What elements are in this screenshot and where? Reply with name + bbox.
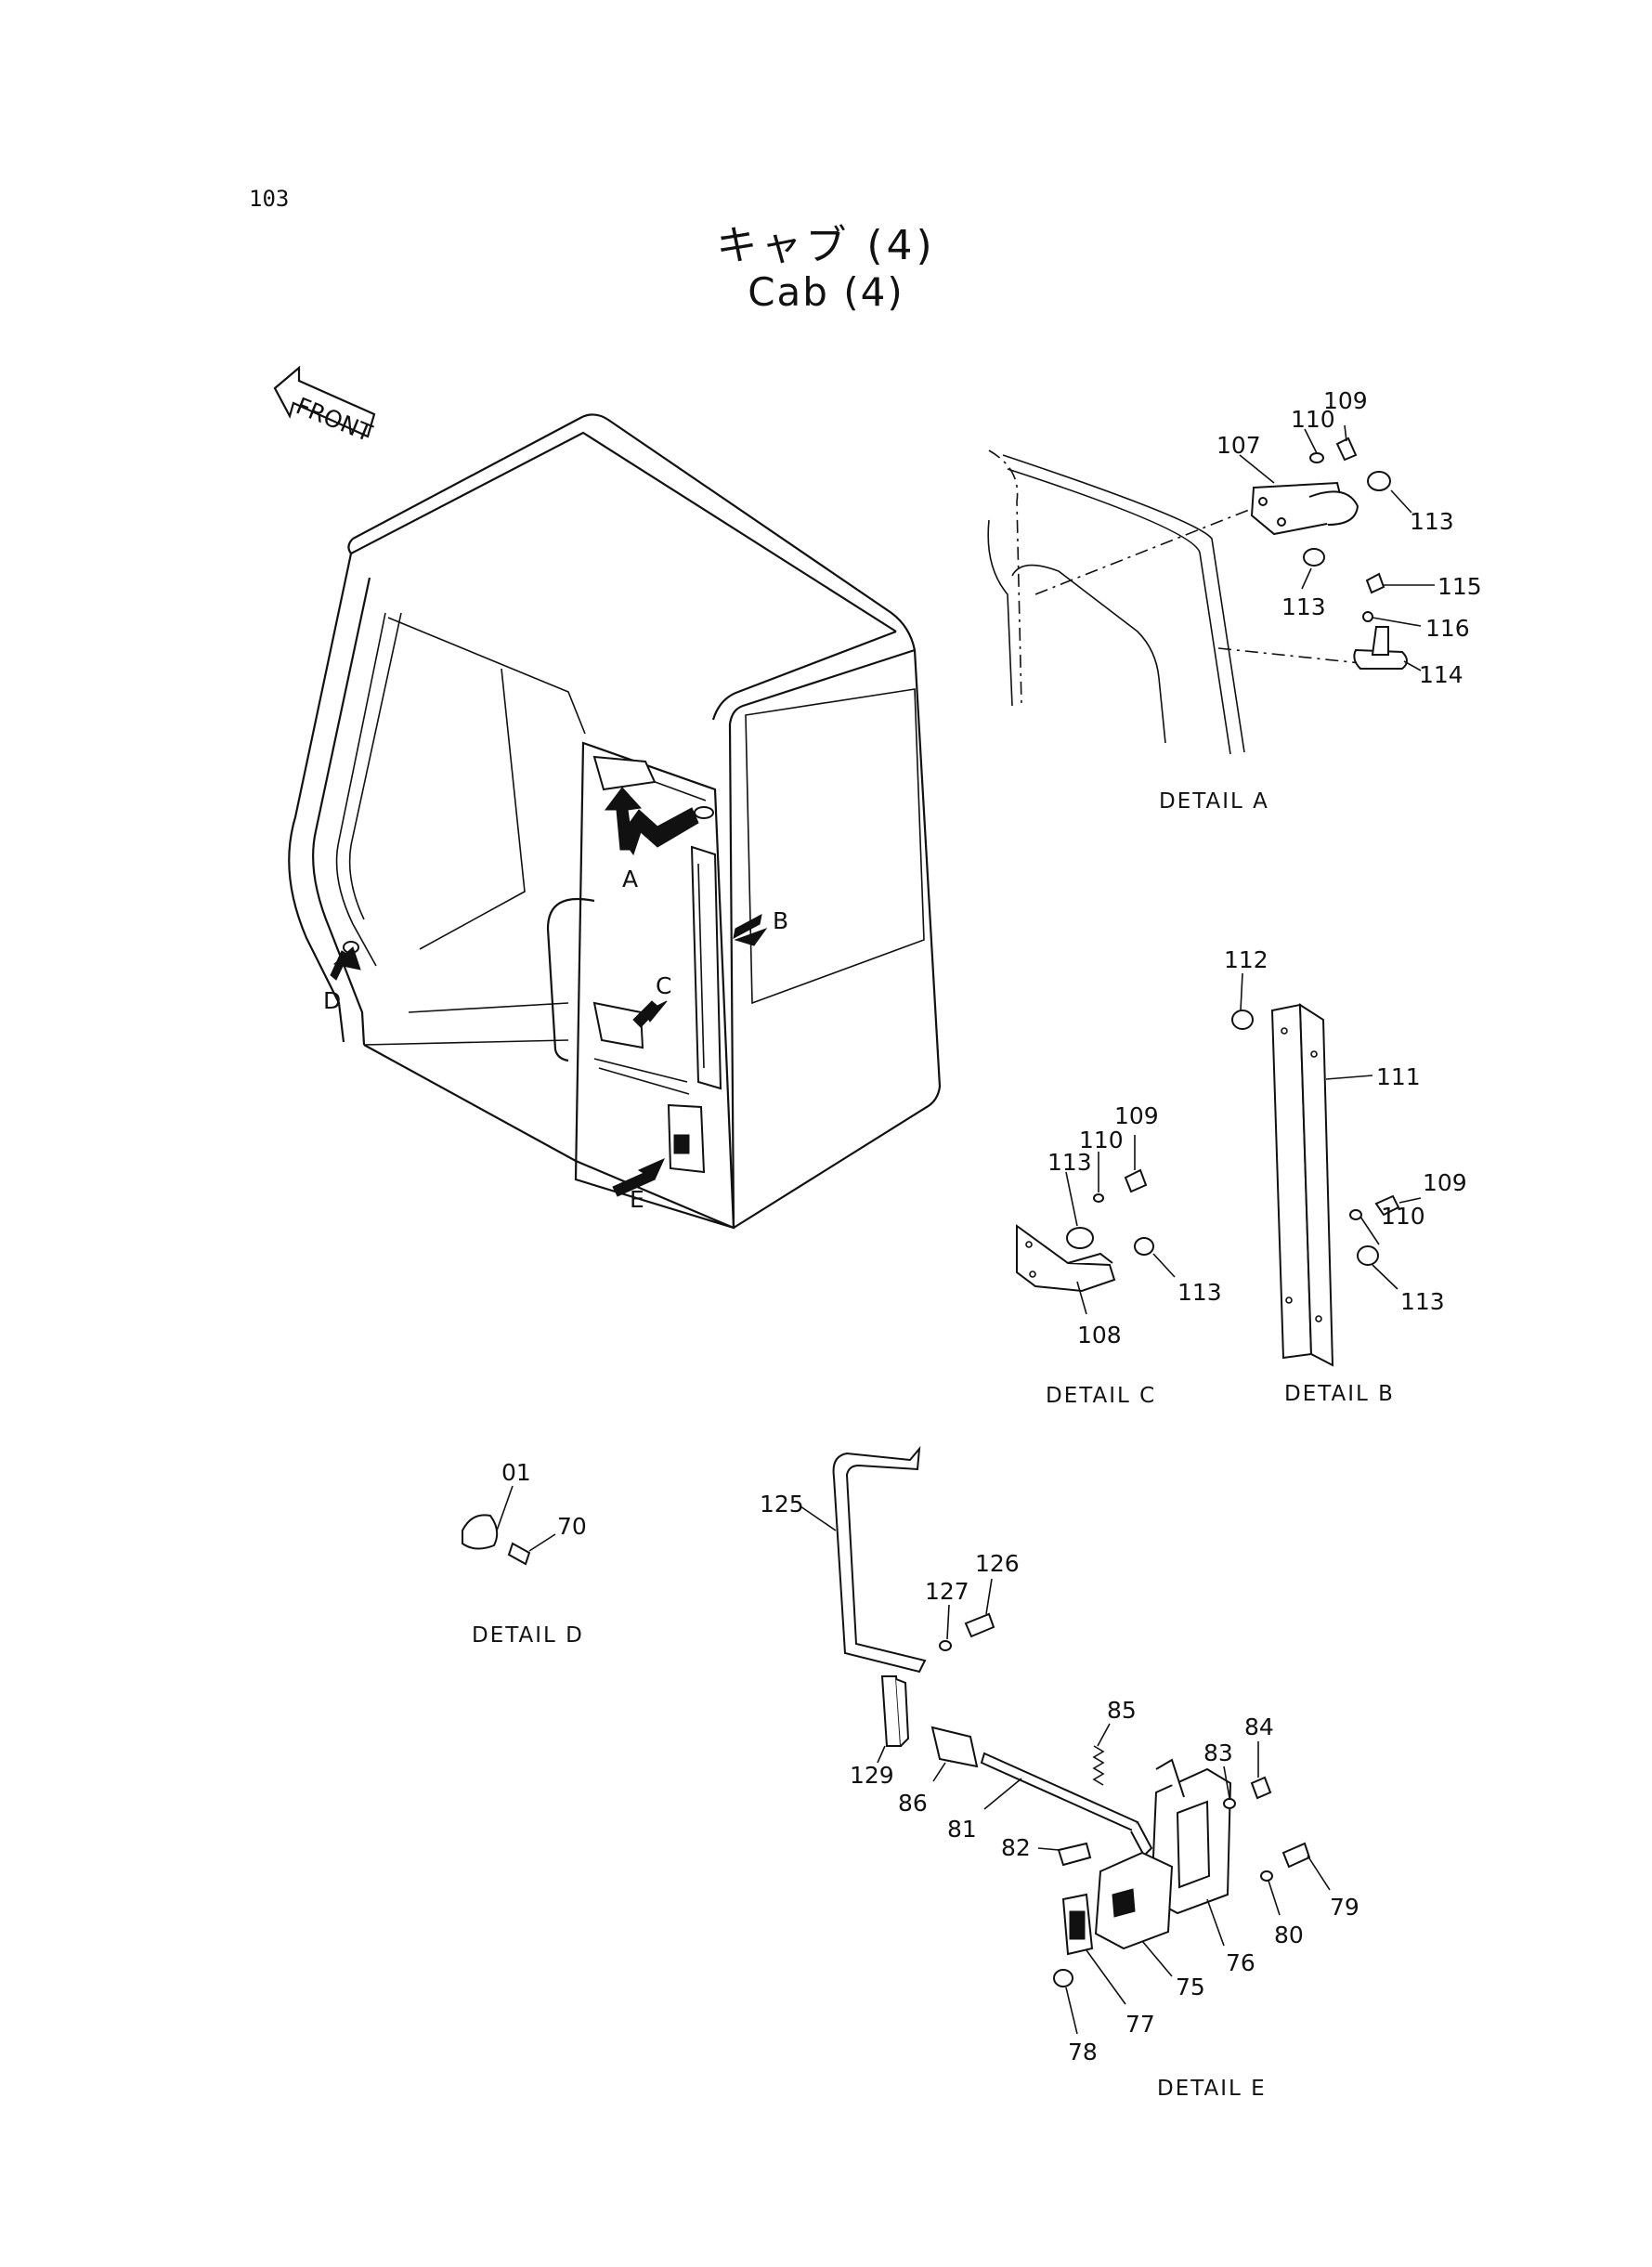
part-label: 83 <box>1203 1739 1233 1766</box>
part-label: 75 <box>1176 1974 1205 2000</box>
front-arrow-icon: FRONT <box>273 365 377 447</box>
page-number: 103 <box>249 186 290 212</box>
title-japanese: キャブ (4) <box>716 222 936 269</box>
part-label: 86 <box>898 1790 928 1817</box>
detail-d: 01 70 DETAIL D <box>462 1459 587 1648</box>
detail-c-caption: DETAIL C <box>1046 1384 1156 1408</box>
part-label: 116 <box>1425 615 1470 642</box>
part-label: 109 <box>1323 387 1368 414</box>
callout-d: D <box>323 987 341 1014</box>
part-label: 77 <box>1125 2011 1155 2038</box>
part-label: 126 <box>975 1550 1020 1577</box>
part-label: 112 <box>1224 946 1268 973</box>
part-label: 79 <box>1330 1894 1359 1921</box>
part-label: 85 <box>1107 1697 1137 1724</box>
part-label: 111 <box>1376 1063 1421 1090</box>
part-label: 115 <box>1437 573 1482 600</box>
part-label: 113 <box>1047 1149 1092 1176</box>
detail-e-caption: DETAIL E <box>1157 2077 1267 2101</box>
part-label: 108 <box>1077 1322 1122 1348</box>
callout-a: A <box>622 866 638 892</box>
part-label: 113 <box>1177 1279 1222 1306</box>
callout-arrows <box>330 787 768 1197</box>
callout-b: B <box>773 907 788 934</box>
part-label: 113 <box>1281 593 1326 620</box>
part-label: 70 <box>557 1513 587 1540</box>
part-label: 81 <box>947 1816 977 1843</box>
detail-e: 125 126 127 129 86 81 85 82 83 84 79 80 … <box>760 1445 1359 2101</box>
part-label: 113 <box>1410 508 1454 535</box>
part-label: 127 <box>925 1578 969 1605</box>
detail-a: 110 109 107 113 113 115 116 114 DETAIL A <box>987 387 1482 814</box>
part-label: 84 <box>1244 1713 1274 1740</box>
front-label: FRONT <box>293 392 377 447</box>
detail-b-caption: DETAIL B <box>1284 1382 1395 1406</box>
part-label: 78 <box>1068 2039 1098 2065</box>
part-label: 107 <box>1216 432 1261 459</box>
part-label: 110 <box>1291 406 1335 433</box>
part-label: 109 <box>1423 1169 1467 1196</box>
part-label: 76 <box>1226 1949 1255 1976</box>
part-label: 80 <box>1274 1922 1304 1948</box>
detail-d-caption: DETAIL D <box>472 1623 584 1648</box>
part-label: 113 <box>1400 1288 1445 1315</box>
part-label: 110 <box>1381 1203 1425 1230</box>
detail-b: 112 111 109 110 113 DETAIL B <box>1224 946 1467 1406</box>
part-label: 129 <box>850 1762 894 1789</box>
callout-c: C <box>656 972 671 999</box>
part-label: 125 <box>760 1491 804 1518</box>
detail-c: 113 110 109 113 108 DETAIL C <box>1016 1102 1222 1408</box>
part-label: 82 <box>1001 1834 1031 1861</box>
part-label: 01 <box>501 1459 531 1486</box>
part-label: 114 <box>1419 661 1463 688</box>
part-label: 109 <box>1114 1102 1159 1129</box>
callout-labels: A B C D E <box>323 866 788 1213</box>
detail-a-caption: DETAIL A <box>1159 789 1269 814</box>
title-english: Cab (4) <box>748 269 904 315</box>
cab-body <box>288 413 942 1230</box>
part-label: 110 <box>1079 1127 1124 1153</box>
callout-e: E <box>630 1186 644 1213</box>
